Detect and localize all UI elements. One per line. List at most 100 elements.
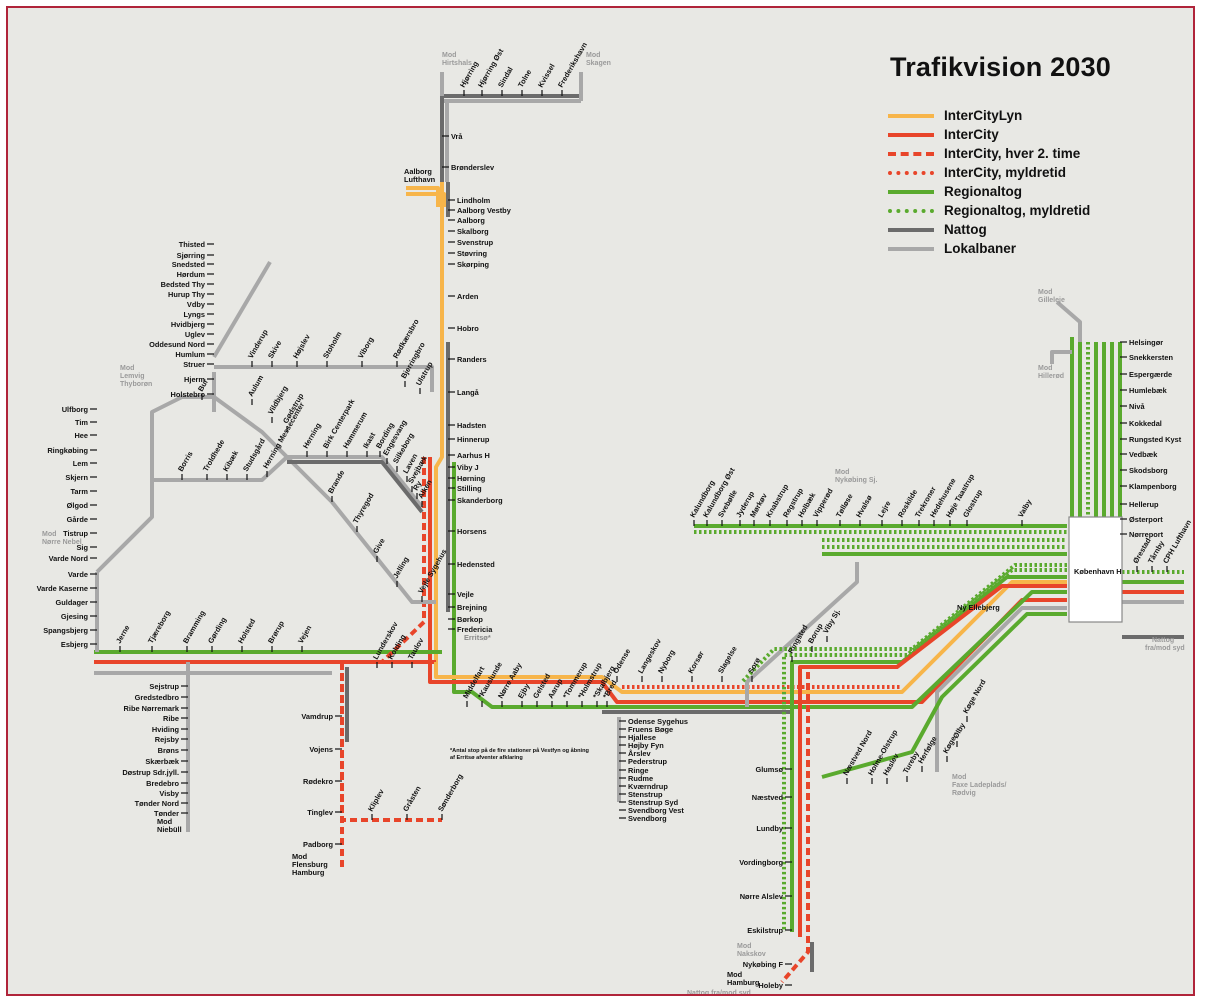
- legend-label: Nattog: [944, 222, 987, 237]
- station-label: Børkop: [457, 615, 483, 624]
- station-label: Sønderborg: [436, 772, 465, 813]
- station-label: Sejstrup: [149, 682, 179, 691]
- skive-viborg: [214, 365, 434, 392]
- station-label: Ribe: [163, 714, 179, 723]
- legend-label: Lokalbaner: [944, 241, 1017, 256]
- station-label: Gredstedbro: [135, 693, 180, 702]
- station-label: Nyborg: [656, 648, 677, 675]
- station-label: Nivå: [1129, 402, 1146, 411]
- station-label: Hellerup: [1129, 500, 1159, 509]
- station-label: Brørup: [266, 619, 286, 645]
- legend-label: Regionaltog, myldretid: [944, 203, 1091, 218]
- legend-item: InterCityLyn: [888, 106, 1090, 125]
- station-label: Vejle Sygehus: [416, 547, 449, 595]
- station-label: Holeby: [758, 981, 784, 990]
- jutland-lyn-south: [434, 342, 444, 662]
- footnote: af Erritsø afventer afklaring: [450, 755, 523, 761]
- station-label: Hørdum: [177, 270, 206, 279]
- destination-label: Mod: [442, 52, 456, 59]
- koge-regional: [821, 612, 1067, 779]
- station-label: Døstrup Sdr.jyll.: [122, 768, 179, 777]
- station-label: Stenstrup Syd: [628, 798, 679, 807]
- station-label: Vojens: [309, 745, 333, 754]
- station-label: Vamdrup: [301, 712, 333, 721]
- destination-label: Nakskov: [737, 951, 766, 958]
- station-label: Varde Nord: [49, 554, 89, 563]
- station-label: Rødekro: [303, 777, 333, 786]
- station-label: Skalborg: [457, 227, 489, 236]
- station-label: Jerne: [114, 623, 132, 645]
- legend-item: Regionaltog, myldretid: [888, 201, 1090, 220]
- station-label: Holsted: [236, 617, 258, 645]
- station-label: Borris: [176, 450, 195, 473]
- station-label: Taulov: [406, 636, 426, 661]
- destination-label: Thyborøn: [120, 381, 152, 388]
- station-label: Lindholm: [457, 196, 491, 205]
- station-label: Ejby: [516, 681, 532, 700]
- legend-item: InterCity, hver 2. time: [888, 144, 1090, 163]
- station-label: Tønder: [154, 809, 179, 818]
- station-label: Ulfborg: [62, 405, 89, 414]
- station-label: Arden: [457, 292, 479, 301]
- legend: InterCityLyn InterCity InterCity, hver 2…: [888, 106, 1090, 258]
- legend-swatch: [888, 189, 934, 194]
- south-reg-rush: [782, 568, 1067, 932]
- ny-ellebjerg-label: Ny Ellebjerg: [957, 603, 1000, 612]
- station-label: Horsens: [457, 527, 487, 536]
- destination-label: Rødvig: [952, 790, 976, 797]
- station-label: Svendborg Vest: [628, 806, 684, 815]
- legend-item: Nattog: [888, 220, 1090, 239]
- station-label: Brande: [326, 468, 347, 495]
- legend-swatch: [888, 151, 934, 156]
- destination-label: Mod: [835, 469, 849, 476]
- herning-night: [287, 460, 424, 514]
- station-label: Gråsten: [401, 784, 423, 813]
- station-label: Østerport: [1129, 515, 1163, 524]
- station-label: Randers: [457, 355, 487, 364]
- station-label: Kliplev: [366, 787, 386, 813]
- west-coast-local-n: [95, 395, 212, 574]
- destination-label: Mod: [586, 52, 600, 59]
- station-label: Skjern: [65, 473, 88, 482]
- destination-label: Hirtshals: [442, 60, 472, 67]
- station-label: Sjørring: [177, 251, 206, 260]
- station-label: Vdby: [187, 300, 206, 309]
- station-label: Lufthavn: [404, 175, 436, 184]
- station-label: Kokkedal: [1129, 419, 1162, 428]
- south-ic: [798, 584, 1067, 937]
- station-label: Nykøbing F: [743, 960, 784, 969]
- station-label: Vordingborg: [739, 858, 783, 867]
- station-label: Kvissel: [536, 62, 557, 89]
- station-label: Jelling: [391, 555, 411, 580]
- destination-label: Hillerød: [1038, 373, 1064, 380]
- station-label: Rungsted Kyst: [1129, 435, 1182, 444]
- station-label: Køge: [941, 734, 958, 755]
- station-label: Korsør: [686, 649, 706, 675]
- station-label: Snekkersten: [1129, 353, 1173, 362]
- station-label: Skærbæk: [145, 757, 180, 766]
- station-label: Hinnerup: [457, 435, 490, 444]
- station-label: Vejen: [296, 623, 314, 645]
- station-label: Stenstrup: [628, 790, 663, 799]
- station-label: Pederstrup: [628, 757, 668, 766]
- station-label: Rejsby: [155, 735, 180, 744]
- station-label: Brejning: [457, 603, 487, 612]
- station-label: Skanderborg: [457, 496, 503, 505]
- jutland-regional: [452, 462, 602, 709]
- station-label: Næstved: [752, 793, 784, 802]
- station-label: Hviding: [152, 725, 180, 734]
- sonderborg-ic-2h: [340, 620, 442, 822]
- destination-label: Nattog: [1152, 637, 1174, 644]
- station-label: Langå: [457, 388, 480, 397]
- station-label: Vedbæk: [1129, 450, 1158, 459]
- station-label: Padborg: [303, 840, 333, 849]
- destination-label: Mod: [120, 365, 134, 372]
- destination-label: Nattog fra/mod syd: [687, 990, 751, 996]
- station-label: Tjæreborg: [146, 608, 172, 645]
- station-label: Thyregod: [351, 491, 376, 525]
- destination-label: Flensburg: [292, 860, 328, 869]
- gilleleje-local: [1055, 300, 1082, 342]
- station-label: Lyngs: [184, 310, 206, 319]
- koge-local: [935, 606, 1067, 772]
